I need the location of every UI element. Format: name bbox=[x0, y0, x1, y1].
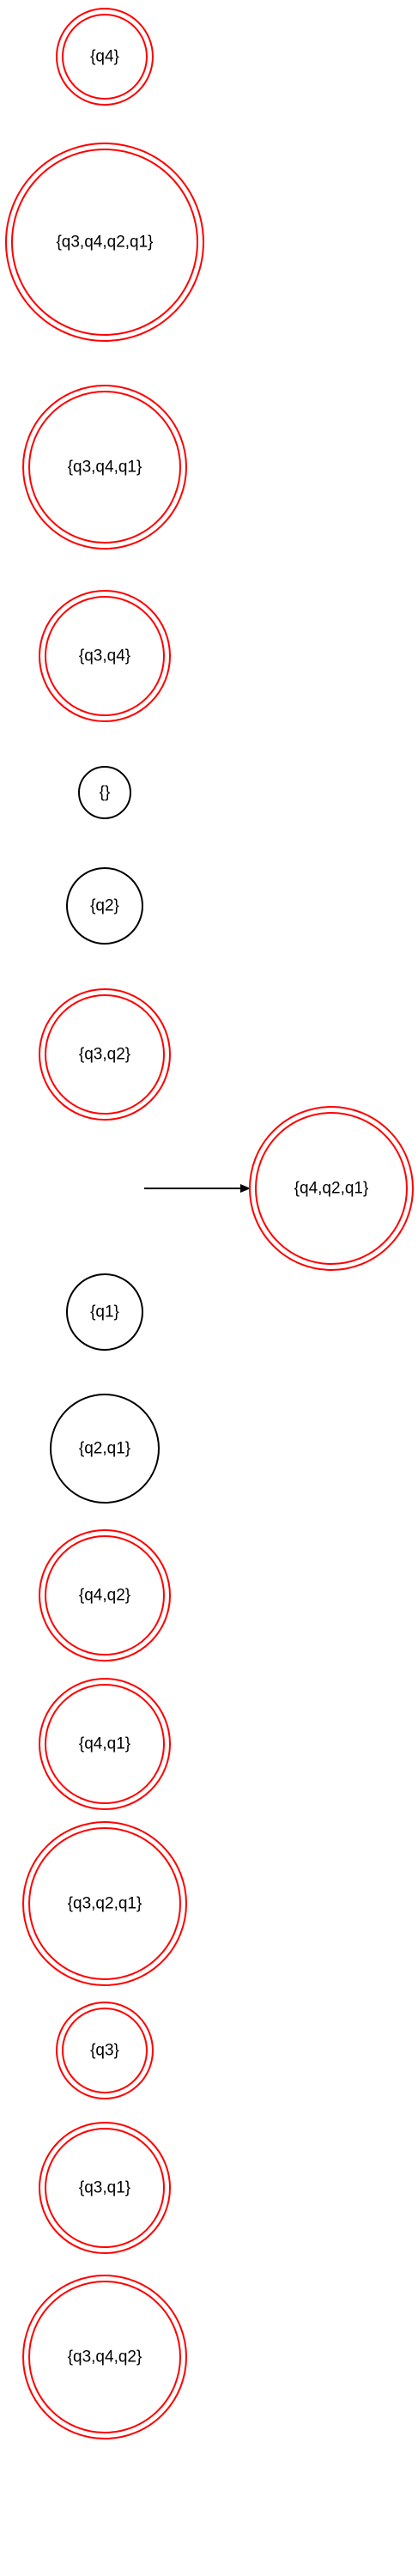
state-q3-q4-q2-q1: {q3,q4,q2,q1} bbox=[5, 143, 204, 342]
state-q3-q4-q2: {q3,q4,q2} bbox=[22, 2275, 187, 2439]
state-q4: {q4} bbox=[56, 8, 154, 106]
state-inner-circle bbox=[45, 994, 165, 1115]
state-inner-circle bbox=[45, 1684, 165, 1804]
state-inner-circle bbox=[45, 596, 165, 716]
state-circle bbox=[56, 2002, 154, 2099]
state-q4-q2-q1: {q4,q2,q1} bbox=[249, 1106, 414, 1271]
state-circle bbox=[22, 385, 187, 550]
state-circle bbox=[39, 2122, 171, 2254]
state-circle bbox=[78, 766, 131, 819]
state-circle bbox=[39, 590, 171, 722]
state-label: {} bbox=[100, 784, 111, 802]
state-inner-circle bbox=[45, 2128, 165, 2248]
state-circle bbox=[39, 1529, 171, 1662]
state-circle bbox=[22, 2275, 187, 2439]
state-label: {q4} bbox=[90, 48, 119, 66]
state-label: {q3} bbox=[90, 2042, 119, 2060]
state-q3-q4: {q3,q4} bbox=[39, 590, 171, 722]
state-circle bbox=[66, 1273, 143, 1351]
state-circle bbox=[249, 1106, 414, 1271]
state-circle bbox=[22, 1821, 187, 1986]
state-circle bbox=[5, 143, 204, 342]
state-q2: {q2} bbox=[66, 867, 143, 945]
state-q3-q2-q1: {q3,q2,q1} bbox=[22, 1821, 187, 1986]
state-inner-circle bbox=[28, 391, 181, 544]
state-label: {q4,q2} bbox=[79, 1587, 130, 1605]
state-q3: {q3} bbox=[56, 2002, 154, 2099]
state-label: {q1} bbox=[90, 1303, 119, 1321]
state-circle bbox=[39, 1678, 171, 1810]
state-circle bbox=[66, 867, 143, 945]
state-label: {q2} bbox=[90, 897, 119, 915]
state-label: {q4,q2,q1} bbox=[294, 1180, 369, 1198]
state-inner-circle bbox=[11, 149, 198, 336]
state-label: {q3,q4} bbox=[79, 647, 130, 665]
state-label: {q3,q4,q1} bbox=[68, 459, 142, 477]
state-label: {q3,q2,q1} bbox=[68, 1895, 142, 1913]
state-label: {q4,q1} bbox=[79, 1735, 130, 1753]
state-inner-circle bbox=[28, 2281, 181, 2433]
state-inner-circle bbox=[62, 2008, 148, 2093]
state-q4-q1: {q4,q1} bbox=[39, 1678, 171, 1810]
state-label: {q3,q4,q2} bbox=[68, 2348, 142, 2366]
state-label: {q3,q2} bbox=[79, 1046, 130, 1064]
state-label: {q3,q1} bbox=[79, 2179, 130, 2197]
state-q3-q1: {q3,q1} bbox=[39, 2122, 171, 2254]
state-circle bbox=[39, 988, 171, 1121]
state-inner-circle bbox=[45, 1535, 165, 1656]
state-q1: {q1} bbox=[66, 1273, 143, 1351]
state-q2-q1: {q2,q1} bbox=[50, 1394, 160, 1504]
state-circle bbox=[50, 1394, 160, 1504]
state-q3-q4-q1: {q3,q4,q1} bbox=[22, 385, 187, 550]
state-label: {q2,q1} bbox=[79, 1440, 130, 1458]
state-inner-circle bbox=[28, 1827, 181, 1980]
state-inner-circle bbox=[62, 14, 148, 100]
state-label: {q3,q4,q2,q1} bbox=[56, 234, 153, 252]
state-inner-circle bbox=[255, 1112, 408, 1265]
state-q3-q2: {q3,q2} bbox=[39, 988, 171, 1121]
state-circle bbox=[56, 8, 154, 106]
state-empty: {} bbox=[78, 766, 131, 819]
state-q4-q2: {q4,q2} bbox=[39, 1529, 171, 1662]
